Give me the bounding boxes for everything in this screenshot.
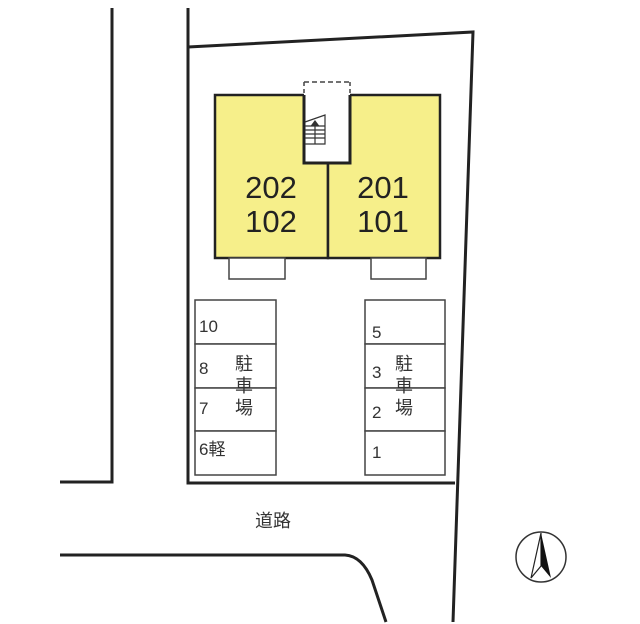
parking-label: 車 [235,376,253,397]
parking-label: 駐 [235,354,253,375]
parking-label: 車 [395,376,413,397]
parking-label: 駐 [395,354,413,375]
parking-label: 場 [235,398,253,419]
parking-slot-1: 1 [372,443,381,462]
balcony-left [228,257,286,280]
unit-number-201: 201 [357,170,409,205]
parking-slot-8: 8 [199,359,208,378]
parking-slot-7: 7 [199,399,208,418]
balcony-right [370,257,427,280]
parking-slot-10: 10 [199,317,218,336]
north-arrow-icon [515,531,567,583]
parking-left: 10 8 7 6軽 駐 車 場 [194,299,277,476]
road-label: 道路 [255,511,291,532]
parking-slot-6: 6軽 [199,440,225,459]
unit-number-102: 102 [245,204,297,239]
site-boundary-left-bottom [186,8,455,485]
stair-hall [302,95,352,165]
parking-slot-3: 3 [372,363,381,382]
unit-number-202: 202 [245,170,297,205]
parking-slot-2: 2 [372,403,381,422]
neighbor-boundary [60,8,114,484]
parking-slot-5: 5 [372,323,381,342]
site-boundary-top-right [187,30,475,623]
road-edge [60,553,388,623]
parking-right: 5 3 2 1 駐 車 場 [364,299,446,476]
unit-number-101: 101 [357,204,409,239]
stairs-icon [304,114,326,145]
parking-label: 場 [395,398,413,419]
